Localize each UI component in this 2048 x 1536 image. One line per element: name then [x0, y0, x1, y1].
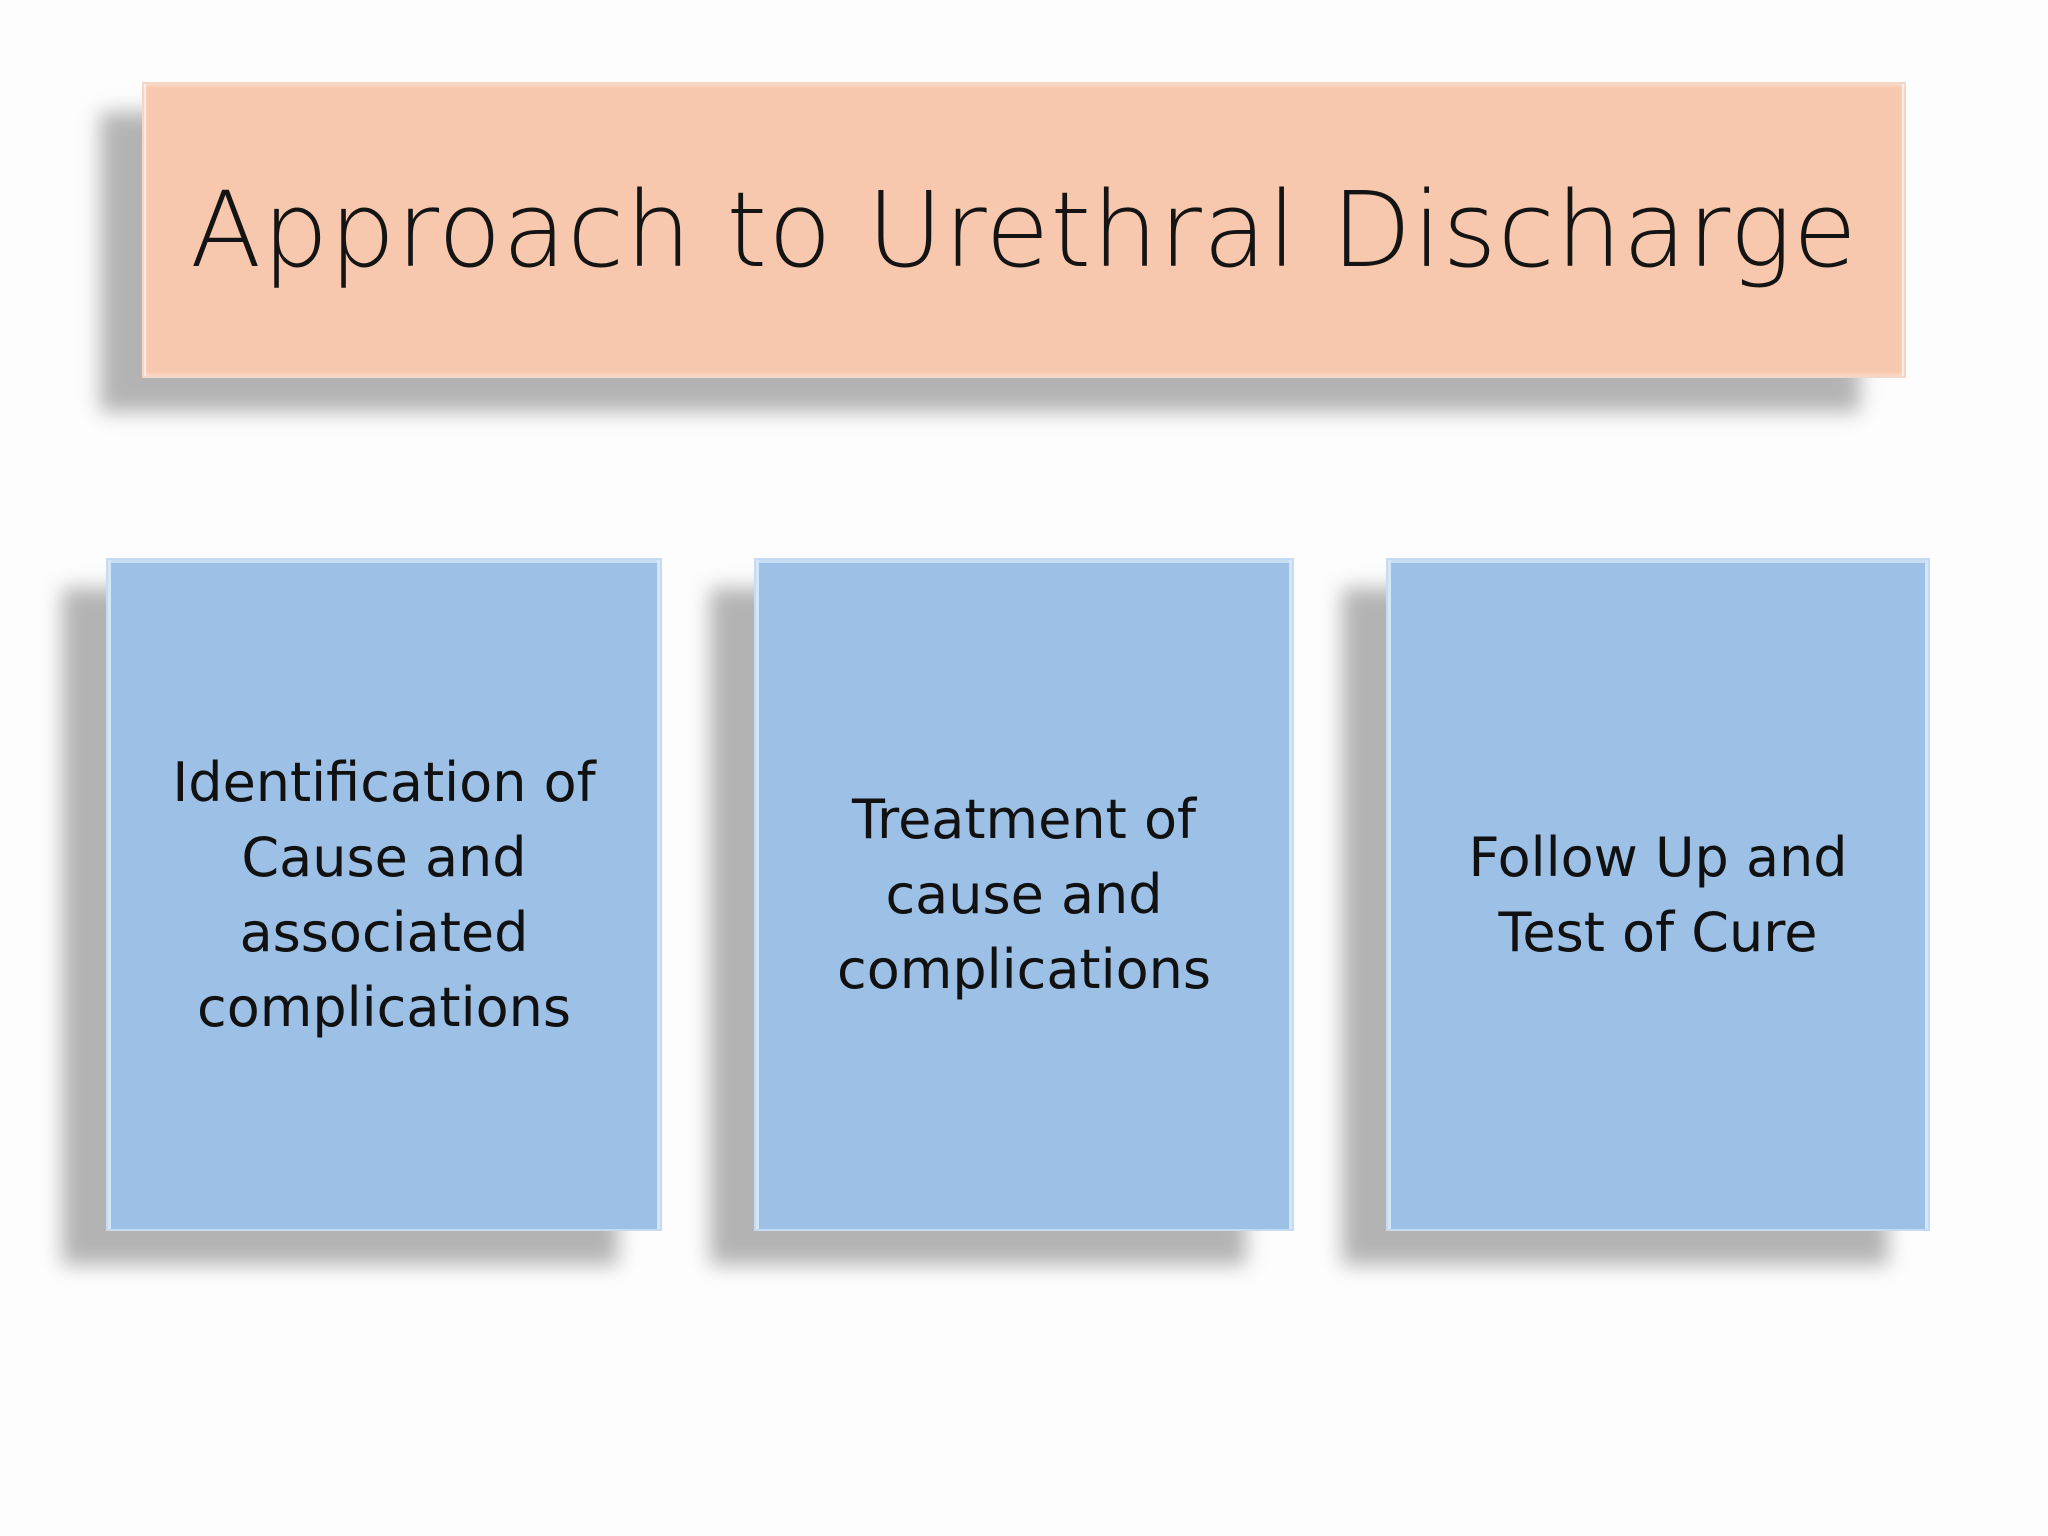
step-card-identification: Identification of Cause and associated c… — [106, 558, 662, 1231]
title-box: Approach to Urethral Discharge — [142, 82, 1906, 378]
step-label: Identification of Cause and associated c… — [172, 750, 596, 1039]
step-label: Treatment of cause and complications — [837, 788, 1211, 1001]
step-card-treatment: Treatment of cause and complications — [754, 558, 1294, 1231]
slide-title: Approach to Urethral Discharge — [190, 169, 1858, 291]
step-card-follow-up: Follow Up and Test of Cure — [1386, 558, 1930, 1231]
step-label: Follow Up and Test of Cure — [1468, 825, 1848, 964]
